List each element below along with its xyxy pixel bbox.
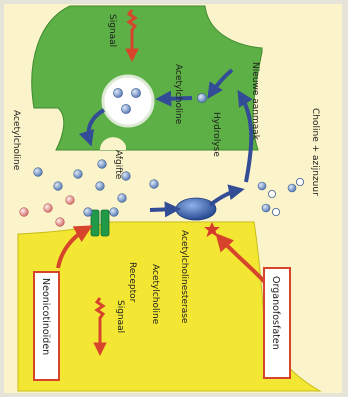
receptor-right xyxy=(101,210,109,236)
choline-molecule xyxy=(258,182,266,190)
ach-molecule xyxy=(98,160,107,169)
neonicotinoid-molecule xyxy=(56,218,65,227)
neonicotinoid-molecule xyxy=(44,204,53,213)
label-acetylcholinesterase: Acetylcholinesterase xyxy=(179,230,189,324)
label-neonicotinoiden: Neonicotinoïden xyxy=(40,278,51,355)
ach-molecule-bound xyxy=(84,208,93,217)
label-choline-azijnzuur: Choline + azijnzuur xyxy=(310,108,320,196)
ach-molecule xyxy=(34,168,43,177)
choline-molecule xyxy=(296,178,303,185)
neonicotinoid-molecule xyxy=(66,196,75,205)
ach-molecule xyxy=(150,180,159,189)
label-acetylcholine-top: Acetylcholine xyxy=(173,64,183,125)
label-hydrolyse: Hydrolyse xyxy=(211,112,221,157)
hydrolysis-arrow xyxy=(150,209,176,210)
acetylcholinesterase-enzyme xyxy=(176,198,216,220)
ach-molecule xyxy=(121,104,130,113)
choline-molecule xyxy=(268,190,275,197)
ach-molecule xyxy=(197,93,206,102)
label-nieuwe-aanmaak: Nieuwe aanmaak xyxy=(250,62,260,141)
neonicotinoid-molecule xyxy=(20,208,29,217)
label-acetylcholine-bottom: Acetylcholine xyxy=(150,264,160,325)
label-signaal-bottom: Signaal xyxy=(115,300,125,333)
ach-molecule xyxy=(118,194,127,203)
label-afgifte: Afgifte xyxy=(113,150,123,180)
ach-molecule xyxy=(131,88,140,97)
vesicle xyxy=(103,76,153,126)
label-organofosfaten: Organofosfaten xyxy=(270,276,281,350)
receptor-left xyxy=(91,210,99,236)
ach-molecule xyxy=(113,88,122,97)
ach-molecule xyxy=(54,182,63,191)
ach-molecule xyxy=(74,170,83,179)
ach-molecule-bound xyxy=(110,208,119,217)
label-receptor: Receptor xyxy=(127,262,137,303)
choline-molecule xyxy=(272,208,279,215)
label-acetylcholine-left: Acetylcholine xyxy=(11,110,21,171)
label-signaal-top: Signaal xyxy=(107,14,117,47)
choline-molecule xyxy=(288,184,296,192)
choline-molecule xyxy=(262,204,270,212)
ach-molecule xyxy=(96,182,105,191)
